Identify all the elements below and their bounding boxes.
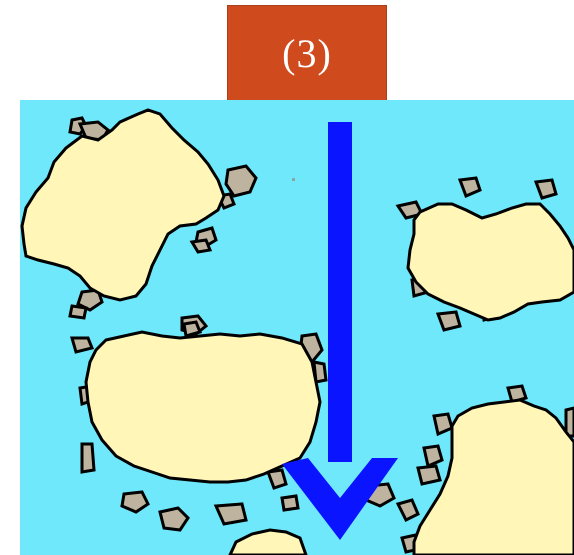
small-fragments: [68, 116, 574, 554]
small-fragment: [224, 164, 258, 198]
large-particle: [412, 398, 574, 555]
small-fragment: [533, 178, 558, 200]
small-fragment: [457, 176, 482, 198]
small-fragment: [80, 442, 96, 474]
downward-arrow: [282, 122, 398, 540]
debris-dot: [292, 178, 295, 181]
particle-scene: [20, 100, 574, 555]
scene-svg: [20, 100, 574, 555]
arrow-shaft: [328, 122, 352, 462]
small-fragment: [435, 310, 462, 332]
small-fragment: [182, 320, 203, 338]
step-label: (3): [227, 5, 387, 101]
small-fragment: [395, 498, 420, 523]
small-fragment: [506, 384, 528, 404]
small-fragment: [120, 490, 150, 514]
small-fragment: [564, 406, 574, 438]
step-label-text: (3): [282, 30, 332, 76]
small-fragment: [213, 502, 248, 526]
small-fragment: [265, 468, 288, 490]
arrow-head: [282, 458, 398, 540]
small-fragment: [158, 506, 190, 532]
large-particle: [228, 528, 308, 555]
small-fragment: [416, 464, 442, 486]
small-fragment: [70, 336, 95, 354]
large-particle: [406, 202, 574, 322]
large-particles: [20, 108, 574, 555]
small-fragment: [280, 494, 300, 512]
large-particle: [84, 330, 322, 484]
small-fragment: [68, 304, 88, 320]
small-fragment: [422, 444, 444, 469]
small-fragment: [189, 238, 213, 254]
large-particle: [20, 108, 226, 302]
